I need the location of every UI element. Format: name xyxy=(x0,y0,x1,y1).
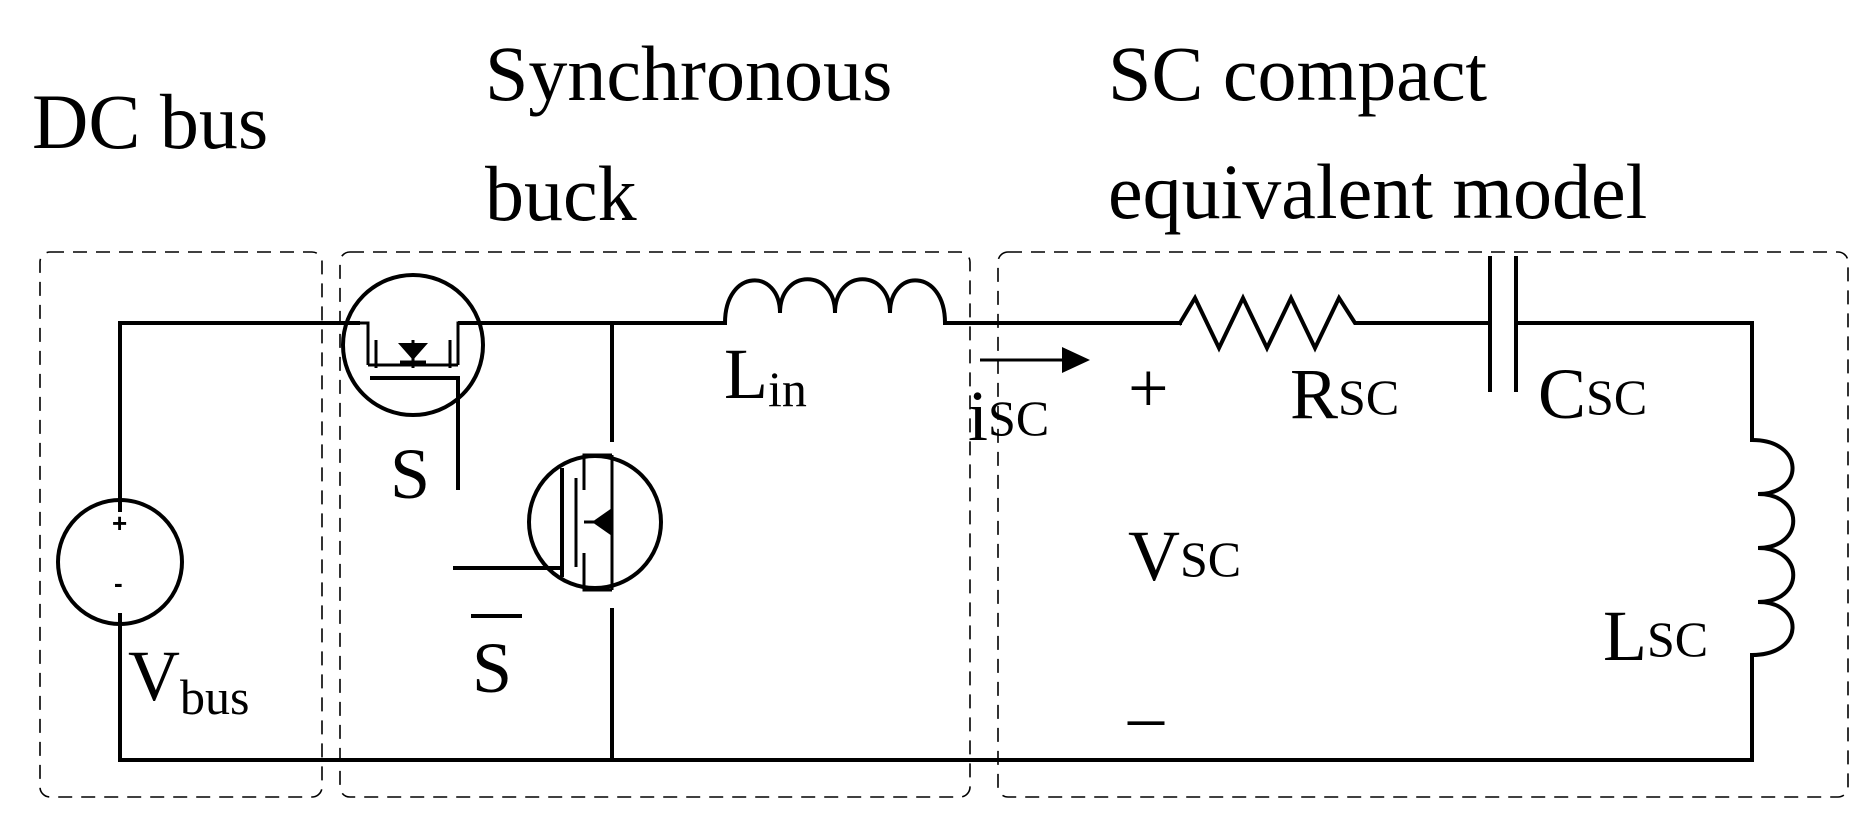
inductor-lsc-icon xyxy=(1749,437,1796,658)
synchronous-buck-block xyxy=(339,251,971,798)
voltage-minus-sign: – xyxy=(1127,676,1165,756)
inductor-lin-icon xyxy=(722,277,948,326)
voltage-vsc-label: VSC xyxy=(1128,516,1241,596)
voltage-plus-sign: + xyxy=(1128,348,1169,428)
vbus-label: Vbus xyxy=(128,636,249,725)
vbus-minus-sign: - xyxy=(114,568,123,598)
synchronous-buck-title-line1: Synchronous xyxy=(485,30,892,117)
sc-model-title-line1: SC compact xyxy=(1108,30,1487,117)
sc-model-block xyxy=(997,251,1849,798)
current-arrow-icon xyxy=(980,347,1090,373)
dc-bus-block xyxy=(39,251,323,798)
high-side-switch-label: S xyxy=(390,434,430,514)
capacitor-csc-label: CSC xyxy=(1538,354,1647,434)
dc-bus-title: DC bus xyxy=(32,78,268,165)
high-side-mosfet-icon xyxy=(341,273,485,490)
circuit-wires xyxy=(118,321,1754,762)
vbus-plus-sign: + xyxy=(112,508,127,538)
capacitor-csc-icon xyxy=(1488,256,1518,392)
synchronous-buck-title-line2: buck xyxy=(485,150,637,237)
current-isc-label: iSC xyxy=(968,376,1049,456)
low-side-mosfet-icon xyxy=(453,453,663,592)
sc-model-title-line2: equivalent model xyxy=(1108,148,1647,235)
resistor-rsc-icon xyxy=(1177,293,1372,353)
inductor-lin-label: Lin xyxy=(724,334,807,417)
vbus-source: + - xyxy=(56,498,184,626)
inductor-lsc-label: LSC xyxy=(1603,596,1708,676)
resistor-rsc-label: RSC xyxy=(1290,354,1399,434)
low-side-switch-label: S xyxy=(472,628,512,708)
